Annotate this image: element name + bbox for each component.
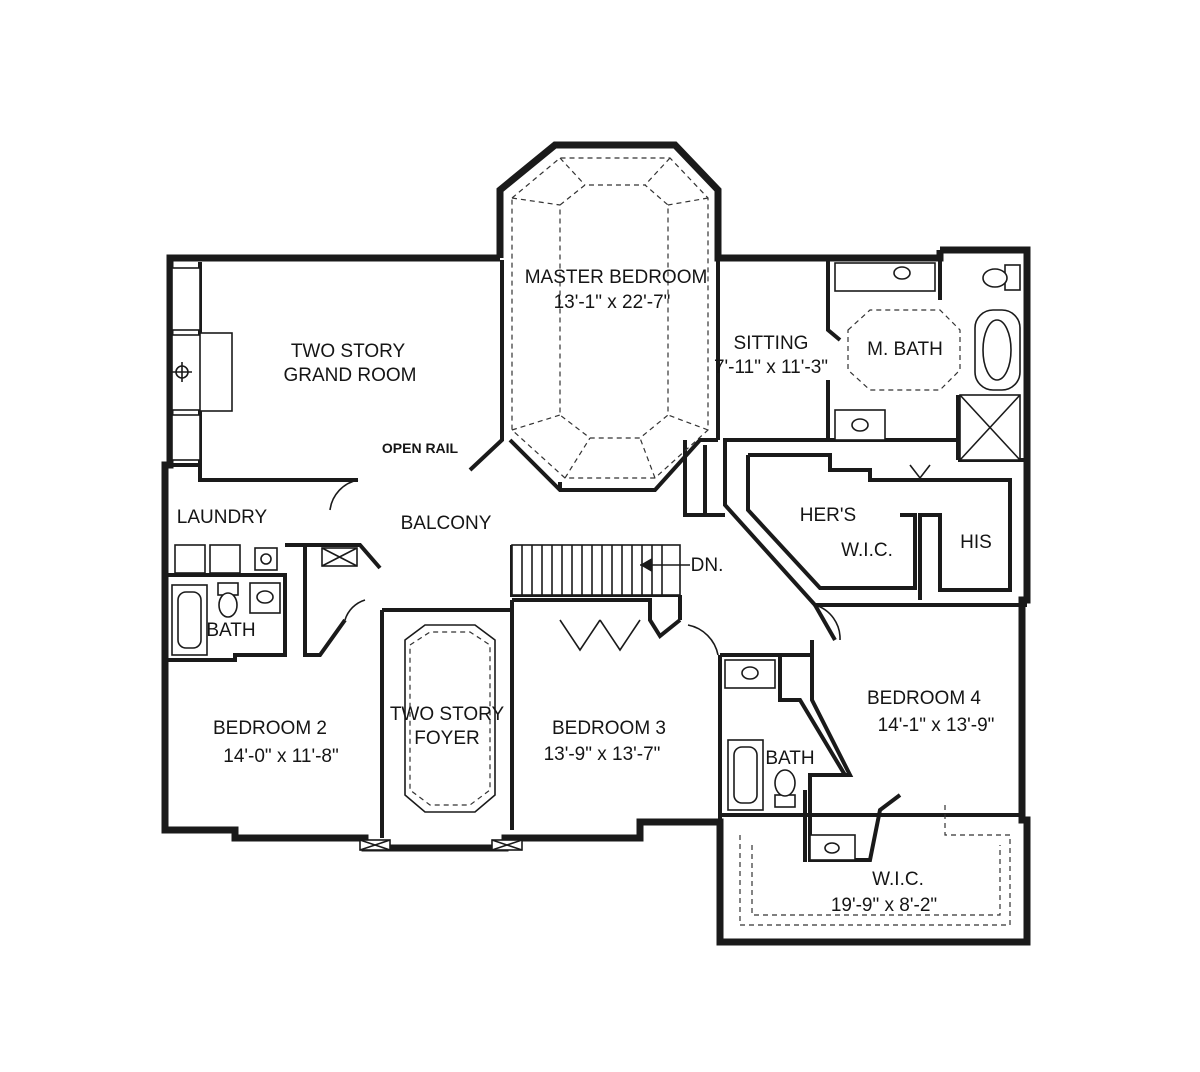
grand-room-line2: GRAND ROOM [284,365,417,386]
his-label: HIS [960,532,992,553]
bath-left-label: BATH [206,620,255,641]
room-labels: MASTER BEDROOM 13'-1" x 22'-7" TWO STORY… [177,267,995,916]
bedroom2-name: BEDROOM 2 [213,718,327,739]
balcony-label: BALCONY [401,513,492,534]
stair [511,544,690,596]
wic-master-label: W.I.C. [841,540,893,561]
bedroom3-name: BEDROOM 3 [552,718,666,739]
bedroom3-size: 13'-9" x 13'-7" [544,744,661,765]
bedroom4-name: BEDROOM 4 [867,688,981,709]
ceiling-outlines [404,157,1011,926]
bath-right-label: BATH [765,748,814,769]
hers-label: HER'S [800,505,856,526]
foyer-line2: FOYER [414,728,479,749]
exterior-walls [161,141,1031,946]
master-bedroom-size: 13'-1" x 22'-7" [554,292,671,313]
master-bedroom-name: MASTER BEDROOM [525,267,708,288]
wic-bottom-size: 19'-9" x 8'-2" [831,895,937,916]
laundry-label: LAUNDRY [177,507,268,528]
master-bath-label: M. BATH [867,339,943,360]
sitting-name: SITTING [734,333,809,354]
open-rail-label: OPEN RAIL [382,440,459,456]
fixtures [171,262,1021,861]
wic-bottom-name: W.I.C. [872,869,924,890]
grand-room-line1: TWO STORY [291,341,406,362]
stair-down-label: DN. [691,555,724,576]
bedroom2-size: 14'-0" x 11'-8" [223,746,338,767]
sitting-size: 7'-11" x 11'-3" [714,357,828,378]
foyer-line1: TWO STORY [390,704,505,725]
bedroom4-size: 14'-1" x 13'-9" [878,715,995,736]
